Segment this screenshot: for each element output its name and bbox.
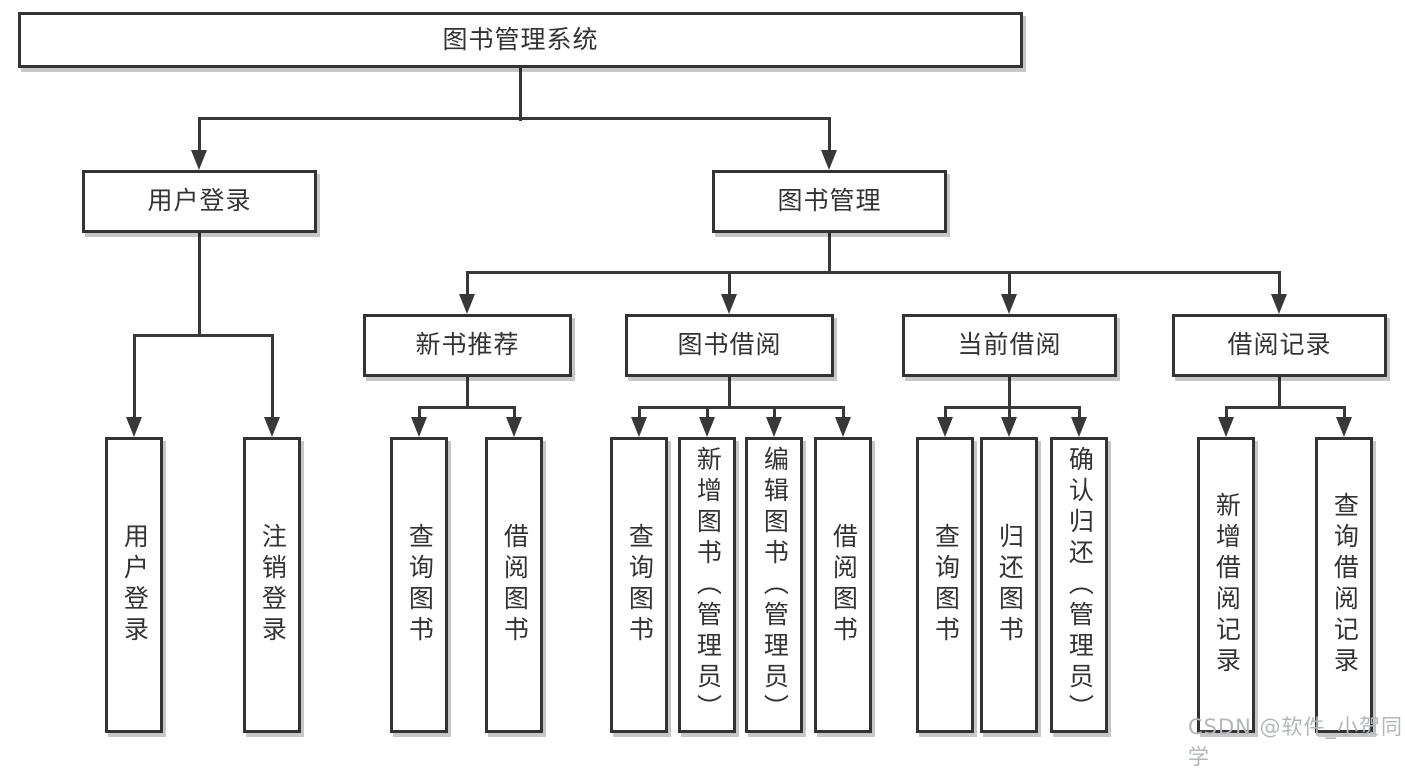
connector-line bbox=[133, 334, 274, 337]
leaf-add-borrow-record: 新增借阅记录 bbox=[1197, 437, 1255, 733]
connector-line bbox=[1225, 406, 1346, 409]
connector-line bbox=[466, 271, 469, 297]
arrow-down-icon bbox=[1336, 417, 1352, 437]
leaf-search-books-borrow: 查询图书 bbox=[610, 437, 668, 733]
connector-line bbox=[638, 406, 845, 409]
watermark: CSDN @软件_小贺同学 bbox=[1188, 715, 1404, 769]
connector-line bbox=[728, 271, 731, 297]
connector-line bbox=[466, 271, 1281, 274]
connector-line bbox=[418, 406, 516, 409]
arrow-down-icon bbox=[766, 417, 782, 437]
arrow-down-icon bbox=[191, 150, 207, 170]
connector-line bbox=[1078, 406, 1081, 419]
leaf-user-login: 用户登录 bbox=[105, 437, 163, 733]
arrow-down-icon bbox=[411, 417, 427, 437]
connector-line bbox=[519, 65, 522, 121]
arrow-down-icon bbox=[126, 417, 142, 437]
arrow-down-icon bbox=[1001, 294, 1017, 314]
arrow-down-icon bbox=[459, 294, 475, 314]
connector-line bbox=[828, 117, 831, 153]
arrow-down-icon bbox=[631, 417, 647, 437]
connector-line bbox=[773, 406, 776, 419]
connector-line bbox=[1278, 376, 1281, 408]
arrow-down-icon bbox=[937, 417, 953, 437]
node-new-book-recommendation: 新书推荐 bbox=[363, 314, 572, 377]
connector-line bbox=[198, 232, 201, 336]
arrow-down-icon bbox=[1071, 417, 1087, 437]
leaf-borrow-book: 借阅图书 bbox=[814, 437, 872, 733]
connector-line bbox=[1008, 271, 1011, 297]
arrow-down-icon bbox=[264, 417, 280, 437]
node-user-login: 用户登录 bbox=[82, 170, 317, 233]
leaf-confirm-return-admin: 确认归还（管理员） bbox=[1050, 437, 1108, 733]
leaf-logout: 注销登录 bbox=[243, 437, 301, 733]
node-book-management: 图书管理 bbox=[712, 170, 947, 233]
node-current-borrowing: 当前借阅 bbox=[902, 314, 1117, 377]
leaf-add-book-admin: 新增图书（管理员） bbox=[678, 437, 736, 733]
connector-line bbox=[271, 334, 274, 419]
leaf-return-book: 归还图书 bbox=[980, 437, 1038, 733]
connector-line bbox=[198, 117, 831, 120]
connector-line bbox=[466, 376, 469, 408]
arrow-down-icon bbox=[821, 150, 837, 170]
connector-line bbox=[1008, 406, 1011, 419]
connector-line bbox=[133, 334, 136, 419]
connector-line bbox=[513, 406, 516, 419]
diagram-canvas: 图书管理系统 用户登录 图书管理 新书推荐 图书借阅 当前借阅 借阅记录 用户登… bbox=[18, 12, 1402, 769]
leaf-edit-book-admin: 编辑图书（管理员） bbox=[745, 437, 803, 733]
arrow-down-icon bbox=[699, 417, 715, 437]
connector-line bbox=[418, 406, 421, 419]
node-borrowing-records: 借阅记录 bbox=[1172, 314, 1387, 377]
connector-line bbox=[1278, 271, 1281, 297]
connector-line bbox=[638, 406, 641, 419]
leaf-search-borrow-record: 查询借阅记录 bbox=[1315, 437, 1373, 733]
connector-line bbox=[828, 232, 831, 273]
arrow-down-icon bbox=[1218, 417, 1234, 437]
arrow-down-icon bbox=[1001, 417, 1017, 437]
arrow-down-icon bbox=[721, 294, 737, 314]
connector-line bbox=[706, 406, 709, 419]
connector-line bbox=[944, 406, 1081, 409]
node-book-borrowing: 图书借阅 bbox=[625, 314, 834, 377]
leaf-search-books-current: 查询图书 bbox=[916, 437, 974, 733]
connector-line bbox=[198, 117, 201, 153]
arrow-down-icon bbox=[835, 417, 851, 437]
connector-line bbox=[842, 406, 845, 419]
leaf-borrow-books-recommend: 借阅图书 bbox=[485, 437, 543, 733]
arrow-down-icon bbox=[1271, 294, 1287, 314]
node-library-system: 图书管理系统 bbox=[18, 12, 1023, 68]
connector-line bbox=[944, 406, 947, 419]
leaf-search-books-recommend: 查询图书 bbox=[390, 437, 448, 733]
connector-line bbox=[1225, 406, 1228, 419]
connector-line bbox=[1008, 376, 1011, 408]
arrow-down-icon bbox=[506, 417, 522, 437]
connector-line bbox=[728, 376, 731, 408]
connector-line bbox=[1343, 406, 1346, 419]
